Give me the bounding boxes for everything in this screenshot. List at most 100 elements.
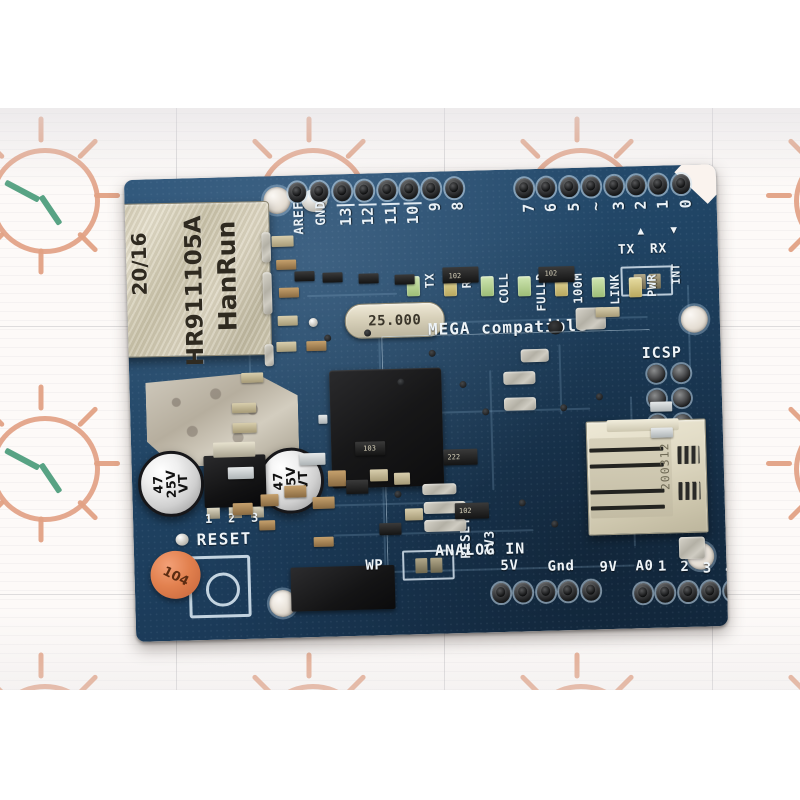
header-pin[interactable] (353, 179, 376, 204)
header-pin[interactable] (558, 176, 581, 201)
sun-ray (38, 652, 44, 679)
wp-jumper-label: WP (365, 557, 384, 574)
sun-ray (519, 137, 542, 160)
sun-motif (234, 652, 384, 690)
analog-pin-label: 2 (680, 559, 690, 576)
disc-capacitor-marking: 104 (160, 563, 192, 590)
smd-component (276, 259, 297, 270)
header-pin[interactable] (670, 173, 693, 198)
regulator-pin-1-label: 1 (204, 511, 214, 527)
smd-component (306, 340, 327, 352)
header-pin[interactable] (602, 175, 625, 200)
chip-pins-left (320, 377, 332, 483)
header-pin[interactable] (580, 175, 603, 200)
jack-shield-slot (262, 272, 273, 315)
status-led-pwr (628, 276, 643, 298)
smd-component (241, 372, 264, 383)
smd-marking: 103 (363, 444, 376, 453)
sd-contact (590, 504, 665, 511)
analog-header[interactable] (632, 579, 729, 607)
header-pin[interactable] (443, 177, 466, 202)
digital-header-right[interactable] (513, 173, 693, 202)
smd-component (322, 272, 343, 283)
sun-ray (766, 193, 792, 198)
header-pin[interactable] (512, 581, 535, 606)
smd-component (232, 502, 253, 516)
sd-contact (589, 462, 664, 469)
pin-hole (675, 177, 686, 189)
sun-ray (574, 116, 580, 143)
digital-pin-label: 2 (631, 199, 650, 210)
header-pin[interactable] (535, 581, 558, 606)
sun-ray (0, 231, 6, 254)
sun-ray (787, 405, 800, 428)
sun-motif (766, 390, 800, 540)
sun-ray (0, 137, 6, 160)
9v-pin-label: 9V (599, 558, 618, 576)
smd-component (327, 470, 347, 487)
smd-marking: 102 (448, 272, 462, 281)
sun-ray (306, 116, 312, 143)
header-pin[interactable] (490, 582, 513, 607)
header-pin[interactable] (579, 579, 602, 604)
sun-ray (612, 673, 635, 690)
reset-button-plunger[interactable] (205, 572, 241, 608)
header-pin[interactable] (677, 581, 700, 606)
digital-pin-label: 3 (609, 200, 628, 211)
sun-ray (76, 499, 99, 522)
status-led-label: COLL (496, 272, 512, 305)
smd-component (260, 494, 279, 507)
sun-ray (94, 461, 120, 466)
smd-component (595, 306, 620, 318)
digital-pin-label: 5 (564, 201, 583, 212)
tinned-pad (520, 348, 549, 363)
header-pin[interactable] (375, 179, 398, 204)
header-pin[interactable] (535, 176, 558, 201)
header-pin[interactable] (420, 177, 443, 202)
sd-socket-marking: 200312 (657, 442, 673, 491)
sun-ray (251, 137, 274, 160)
header-pin[interactable] (331, 180, 354, 205)
digital-pin-label: 6 (542, 202, 561, 213)
header-pin[interactable] (647, 173, 670, 198)
sun-ray (787, 499, 800, 522)
header-pin[interactable] (625, 174, 648, 199)
smd-component (313, 536, 334, 548)
sun-ring (0, 148, 100, 254)
tx-label: TX (617, 242, 635, 258)
status-led-coll (480, 276, 495, 297)
sun-ray (38, 116, 44, 143)
smd-component (278, 287, 300, 298)
sd-socket-pads (678, 481, 701, 501)
sun-ray (787, 673, 800, 690)
5v-pin-label: 5V (500, 557, 519, 575)
header-pin[interactable] (699, 580, 722, 605)
microsd-card-socket[interactable]: 200312 (585, 418, 709, 536)
sd-contact (590, 488, 665, 495)
digital-pin-label: 7 (519, 202, 538, 213)
header-pin[interactable] (654, 581, 677, 606)
smd-component (379, 522, 402, 536)
analog-pin-label: 1 (657, 558, 668, 575)
sun-ray (0, 499, 6, 522)
power-header[interactable] (490, 579, 603, 606)
pin-hole (448, 182, 459, 193)
reset-switch-label: RESET (196, 528, 253, 550)
sun-ray (38, 516, 44, 543)
digital-pin-label: 10 (403, 202, 423, 225)
header-pin[interactable] (557, 580, 580, 605)
pin-hole (585, 584, 595, 595)
sun-ray (574, 652, 580, 679)
crystal-value: 25.000 (368, 311, 422, 330)
jack-brand-text: HanRun (211, 220, 243, 332)
tinned-pad (503, 397, 537, 411)
header-pin[interactable] (632, 582, 655, 607)
smd-component (299, 452, 326, 466)
jack-part-text: HR911105A (180, 215, 210, 367)
sun-ray (76, 231, 99, 254)
smd-component (294, 270, 315, 282)
header-pin[interactable] (398, 178, 421, 203)
header-pin[interactable] (513, 177, 536, 202)
smd-component (259, 520, 276, 531)
